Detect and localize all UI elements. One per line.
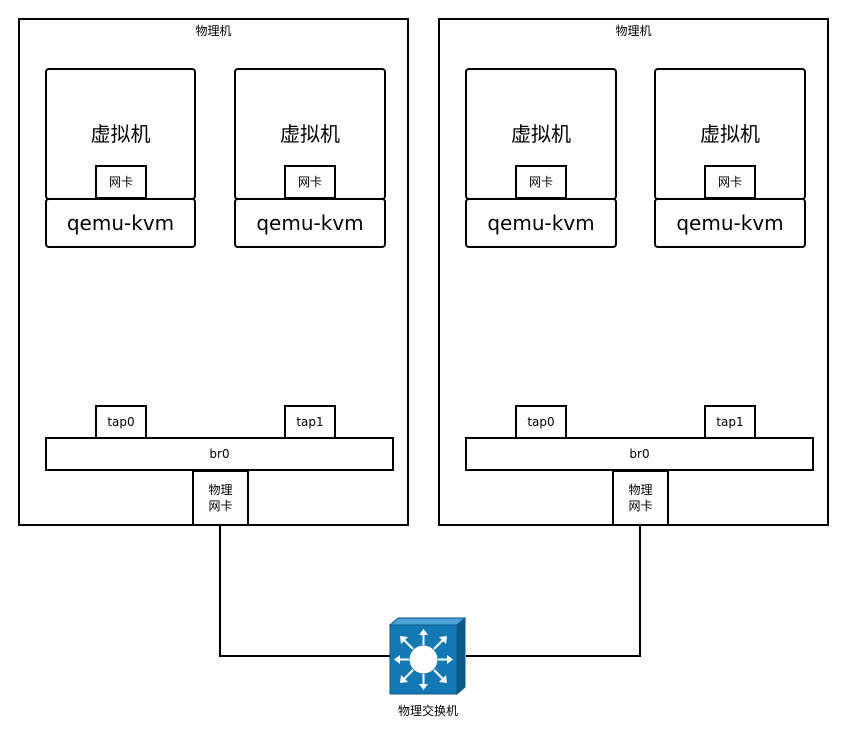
vm-title: 虚拟机 xyxy=(280,122,340,146)
vm-title: 虚拟机 xyxy=(90,122,151,146)
tap-interface: tap0 xyxy=(515,405,567,439)
vm-nic: 网卡 xyxy=(284,165,336,199)
physical-nic-line1: 物理 xyxy=(208,483,233,497)
bridge-br0: br0 xyxy=(465,437,814,471)
network-switch-icon xyxy=(388,617,467,695)
switch-label: 物理交换机 xyxy=(397,704,458,718)
tap-interface: tap1 xyxy=(704,405,756,439)
physical-nic-line2: 网卡 xyxy=(628,499,653,513)
physical-nic-line2: 网卡 xyxy=(208,499,233,513)
link-host1-switch xyxy=(219,525,391,657)
tap-interface: tap0 xyxy=(95,405,147,439)
vm-nic: 网卡 xyxy=(515,165,567,199)
physical-nic: 物理 网卡 xyxy=(192,470,249,526)
physical-nic-line1: 物理 xyxy=(628,483,653,497)
vm-nic: 网卡 xyxy=(95,165,147,199)
vm-title: 虚拟机 xyxy=(700,122,760,146)
tap-interface: tap1 xyxy=(284,405,336,439)
host-title: 物理机 xyxy=(615,24,652,38)
host-title: 物理机 xyxy=(195,24,232,38)
vm-title: 虚拟机 xyxy=(511,122,571,146)
qemu-kvm-box: qemu-kvm xyxy=(654,198,806,248)
bridge-br0: br0 xyxy=(45,437,394,471)
physical-nic: 物理 网卡 xyxy=(612,470,669,526)
link-host2-switch xyxy=(466,525,641,657)
qemu-kvm-box: qemu-kvm xyxy=(465,198,617,248)
vm-nic: 网卡 xyxy=(704,165,756,199)
qemu-kvm-box: qemu-kvm xyxy=(234,198,386,248)
qemu-kvm-box: qemu-kvm xyxy=(45,198,196,248)
